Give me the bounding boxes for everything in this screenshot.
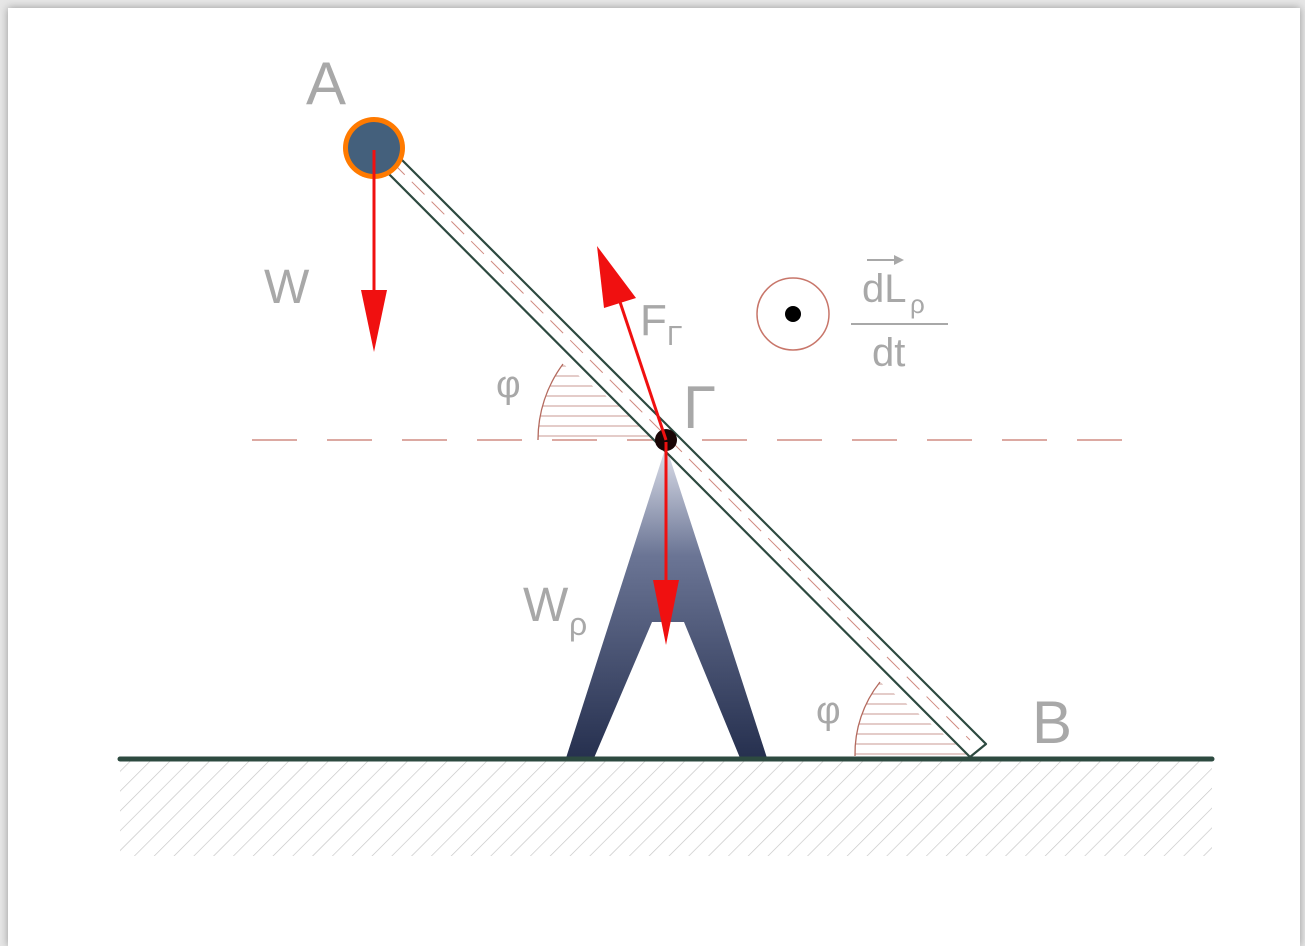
out-of-page-symbol (756, 277, 830, 351)
vector-arrow-icon (867, 255, 904, 265)
label-a: A (306, 50, 346, 117)
label-pivot: Γ (683, 374, 716, 441)
svg-text:Γ: Γ (667, 320, 682, 351)
label-angle-top: φ (496, 364, 521, 406)
svg-text:W: W (523, 579, 569, 632)
weight-arrow-rod (653, 442, 679, 645)
rod (368, 141, 988, 759)
label-angle-bottom: φ (816, 690, 841, 732)
svg-text:ρ: ρ (910, 289, 925, 319)
label-pivot-force: F Γ (640, 296, 682, 351)
weight-arrow-ball (361, 150, 387, 352)
label-dl-dt-fraction: dL ρ dt (862, 267, 925, 375)
label-weight-rod: W ρ (523, 579, 587, 642)
label-b: B (1032, 689, 1072, 756)
label-weight-ball: W (264, 261, 310, 314)
svg-text:F: F (640, 296, 667, 345)
ground-hatching (120, 759, 1212, 856)
pivot-force-arrow (597, 246, 668, 441)
svg-text:ρ: ρ (569, 606, 587, 642)
svg-text:dL: dL (862, 267, 907, 311)
svg-text:dt: dt (872, 331, 905, 375)
